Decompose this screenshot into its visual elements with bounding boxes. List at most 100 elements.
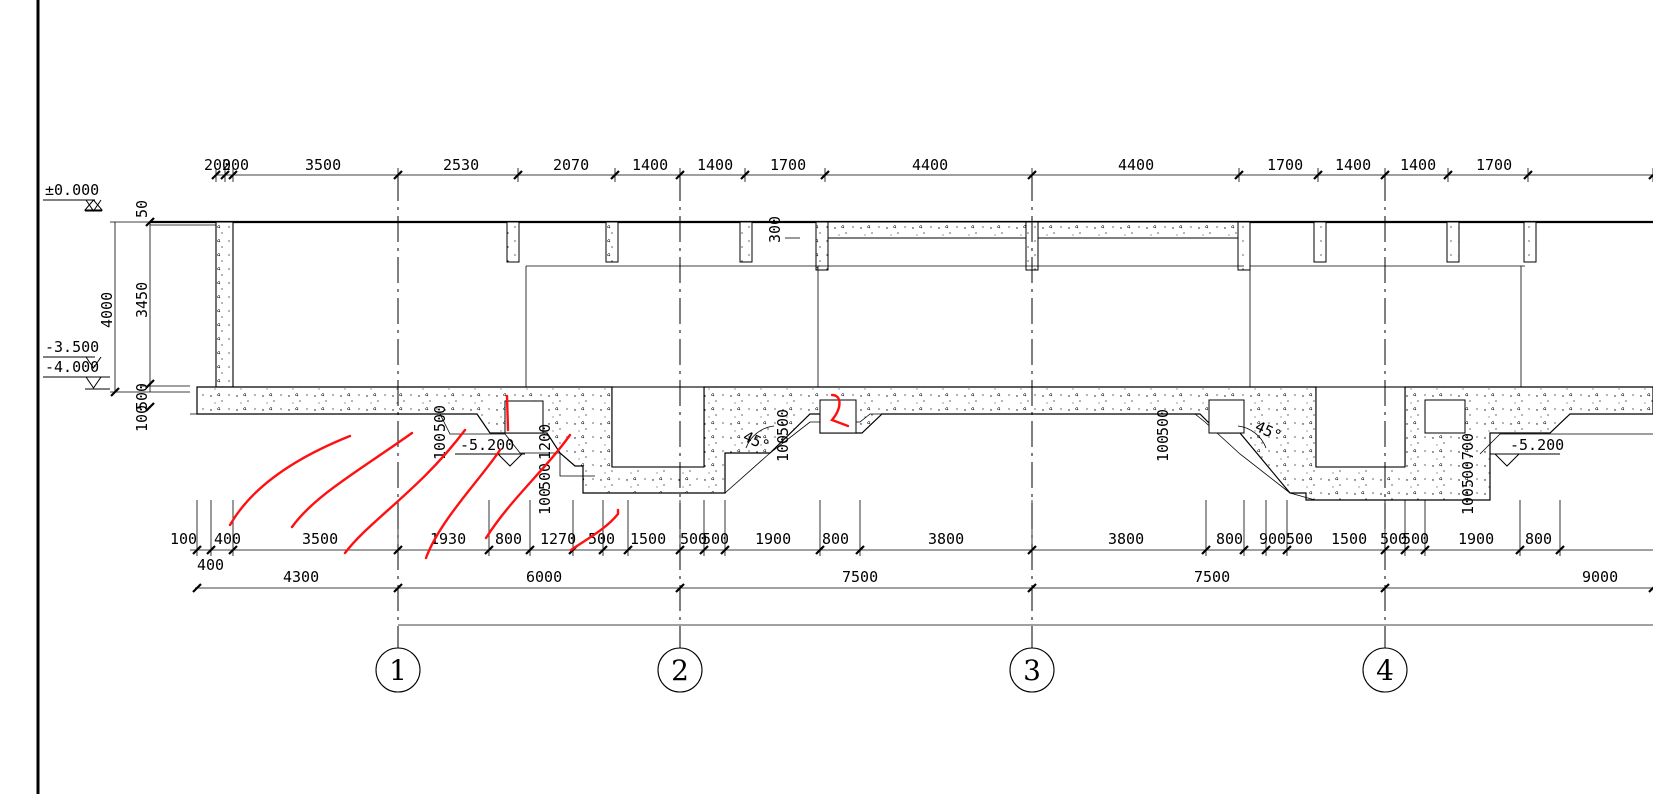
dim-tick bbox=[1648, 586, 1653, 593]
sd-6: 500 bbox=[774, 409, 792, 436]
column-lines bbox=[525, 265, 1525, 387]
axis-label-2: 2 bbox=[671, 654, 689, 687]
beam bbox=[1446, 221, 1460, 263]
top-dim-9: 4400 bbox=[1118, 156, 1154, 174]
bottom1-dim-0: 100 bbox=[170, 530, 197, 548]
bottom-dimension-chain-2: 4300 6000 7500 7500 9000 bbox=[192, 568, 1653, 593]
bottom1-dim-8: 500 bbox=[680, 530, 707, 548]
bottom1-dim-9: 500 bbox=[702, 530, 729, 548]
sd-9: 700 bbox=[1459, 433, 1477, 460]
top-dim-5: 1400 bbox=[632, 156, 668, 174]
sd-11: 100 bbox=[1459, 488, 1477, 515]
dim-50: 50 bbox=[133, 200, 151, 218]
bottom1-dim-15: 900 bbox=[1259, 530, 1286, 548]
top-dim-0: 200 bbox=[204, 156, 231, 174]
bottom1-dim-12: 3800 bbox=[928, 530, 964, 548]
beam-dim-300: 300 bbox=[766, 216, 784, 243]
dim-tick bbox=[192, 583, 202, 593]
top-dim-2: 3500 bbox=[305, 156, 341, 174]
bottom1-dim-3: 1930 bbox=[430, 530, 466, 548]
bottom1-dim-4: 800 bbox=[495, 530, 522, 548]
level-markers: ±0.000 -3.500 -4.000 bbox=[43, 181, 110, 390]
axis-bubble-2 bbox=[657, 647, 703, 693]
sd-7: 100 bbox=[1154, 435, 1172, 462]
bottom1-dim-21: 800 bbox=[1525, 530, 1552, 548]
bottom1-dim-17: 1500 bbox=[1331, 530, 1367, 548]
axis-bubble-4 bbox=[1362, 647, 1408, 693]
top-dim-8: 4400 bbox=[912, 156, 948, 174]
bottom1-dim-6: 500 bbox=[588, 530, 615, 548]
dim-tick bbox=[393, 583, 403, 593]
slab-dimensions: 100 500 1200 100 500 100 500 100 500 700… bbox=[431, 405, 1477, 515]
red-markup bbox=[228, 393, 850, 560]
top-dim-7: 1700 bbox=[770, 156, 806, 174]
bottom1-dim-1: 400 bbox=[214, 530, 241, 548]
axis-bubble-1 bbox=[375, 647, 421, 693]
top-dim-4: 2070 bbox=[553, 156, 589, 174]
retaining-wall bbox=[215, 221, 234, 388]
bottom1-dim-7: 1500 bbox=[630, 530, 666, 548]
pit-level-right: -5.200 bbox=[1510, 436, 1564, 454]
top-dim-6: 1400 bbox=[697, 156, 733, 174]
top-dim-11: 1400 bbox=[1335, 156, 1371, 174]
pit-level-left: -5.200 bbox=[460, 436, 514, 454]
roof-slab: 300 bbox=[150, 216, 1653, 271]
bottom1-dim-2: 3500 bbox=[302, 530, 338, 548]
bottom1-dim-11: 800 bbox=[822, 530, 849, 548]
dim-500: 500 bbox=[133, 383, 151, 410]
sd-3: 100 bbox=[536, 488, 554, 515]
bottom1-dim-18: 500 bbox=[1380, 530, 1407, 548]
sd-10: 500 bbox=[1459, 461, 1477, 488]
bottom-dim-400-small: 400 bbox=[197, 556, 224, 574]
bottom2-dim-1: 6000 bbox=[526, 568, 562, 586]
beam bbox=[1523, 221, 1537, 263]
sd-2: 1200 bbox=[536, 424, 554, 460]
beam bbox=[815, 221, 829, 271]
beam bbox=[1237, 221, 1251, 271]
bottom2-dim-0: 4300 bbox=[283, 568, 319, 586]
level-0: ±0.000 bbox=[45, 181, 99, 199]
sd-0: 100 bbox=[431, 433, 449, 460]
bottom2-dim-3: 7500 bbox=[1194, 568, 1230, 586]
dim-3450: 3450 bbox=[133, 282, 151, 318]
dim-4000: 4000 bbox=[98, 292, 116, 328]
level-1: -3.500 bbox=[45, 338, 99, 356]
sd-5: 100 bbox=[774, 435, 792, 462]
top-dim-1: 200 bbox=[222, 156, 249, 174]
dim-tick bbox=[1380, 583, 1390, 593]
top-dim-12: 1400 bbox=[1400, 156, 1436, 174]
grid-axes bbox=[397, 175, 1386, 655]
dim-tick bbox=[1027, 583, 1037, 593]
beam bbox=[506, 221, 520, 263]
sd-8: 500 bbox=[1154, 409, 1172, 436]
bottom1-dim-14: 800 bbox=[1216, 530, 1243, 548]
bottom2-dim-2: 7500 bbox=[842, 568, 878, 586]
bottom1-dim-20: 1900 bbox=[1458, 530, 1494, 548]
axis-label-1: 1 bbox=[389, 654, 407, 687]
dim-100: 100 bbox=[133, 405, 151, 432]
axis-label-4: 4 bbox=[1376, 654, 1394, 687]
beam bbox=[1313, 221, 1327, 263]
dim-tick bbox=[675, 583, 685, 593]
left-dimensions: 4000 3450 50 500 100 bbox=[98, 200, 190, 432]
sd-1: 500 bbox=[431, 405, 449, 432]
bottom1-dim-16: 500 bbox=[1286, 530, 1313, 548]
bottom2-dim-4: 9000 bbox=[1582, 568, 1618, 586]
axis-bubble-3 bbox=[1009, 647, 1055, 693]
bottom1-dim-19: 500 bbox=[1402, 530, 1429, 548]
dim-tick bbox=[1648, 173, 1653, 180]
axis-label-3: 3 bbox=[1023, 654, 1041, 687]
level-2: -4.000 bbox=[45, 358, 99, 376]
top-dim-3: 2530 bbox=[443, 156, 479, 174]
bottom1-dim-5: 1270 bbox=[540, 530, 576, 548]
axis-bubbles: 1 2 3 4 bbox=[375, 647, 1408, 693]
bottom1-dim-13: 3800 bbox=[1108, 530, 1144, 548]
top-dim-10: 1700 bbox=[1267, 156, 1303, 174]
top-dim-13: 1700 bbox=[1476, 156, 1512, 174]
beam bbox=[739, 221, 753, 263]
bottom1-dim-10: 1900 bbox=[755, 530, 791, 548]
beam bbox=[605, 221, 619, 263]
